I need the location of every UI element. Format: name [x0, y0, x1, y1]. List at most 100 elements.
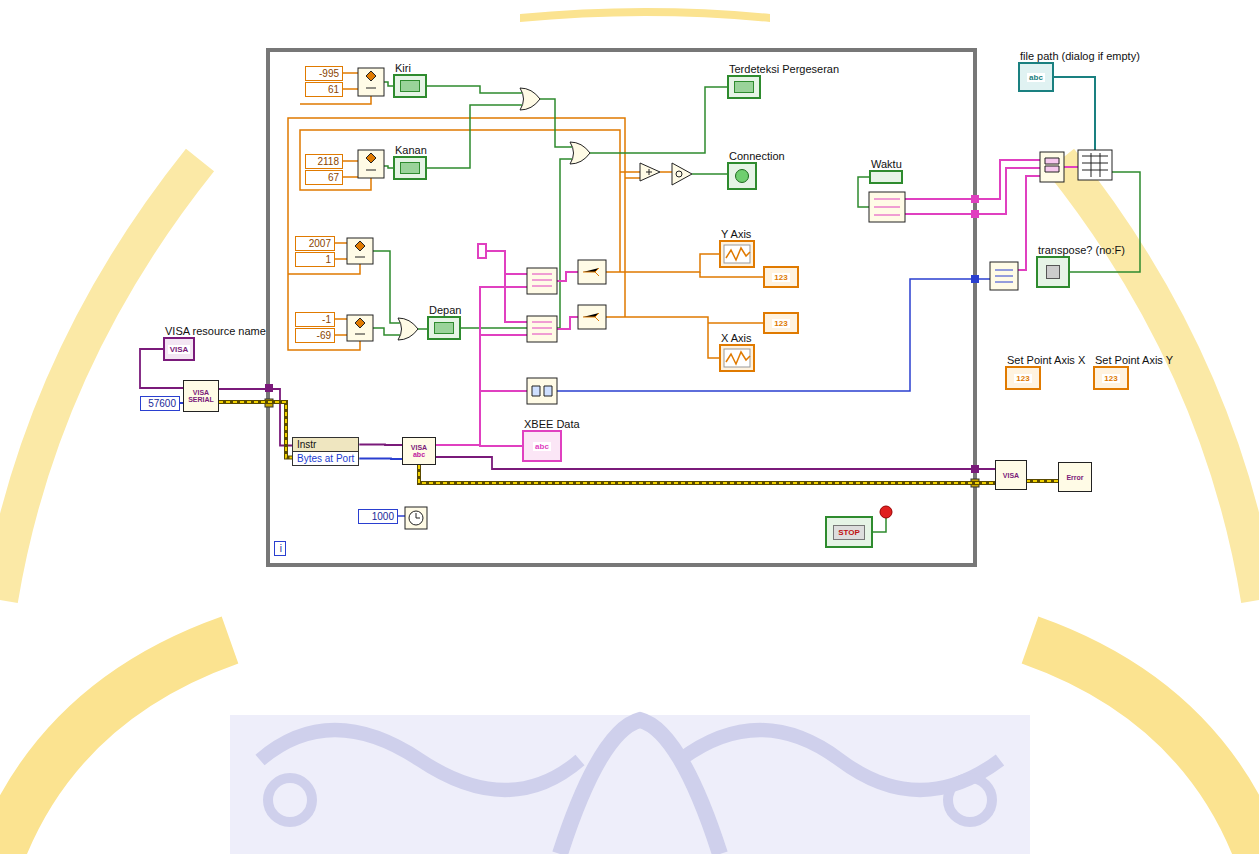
stop-button: STOP	[825, 516, 873, 548]
string-wires-part	[480, 390, 527, 392]
constant-value: i	[280, 543, 282, 554]
string-wires-part	[505, 274, 527, 322]
function-icons-part	[405, 507, 427, 529]
function-icons-part	[532, 274, 552, 286]
orange-wires-part	[660, 171, 672, 173]
function-icons-part	[1045, 158, 1059, 172]
data-wire-part	[436, 445, 522, 446]
icon-text: Error	[1066, 474, 1083, 481]
function-icons-part	[676, 171, 682, 177]
error-handler: Error	[1058, 462, 1092, 492]
control-label: Depan	[429, 304, 461, 316]
function-icons-part	[874, 199, 900, 215]
function-icons-part	[527, 378, 557, 404]
data-wire-part	[359, 444, 402, 446]
led-face	[735, 169, 749, 183]
orange-wires-part	[335, 258, 347, 260]
icon-text: abc	[413, 451, 425, 458]
led-face	[734, 81, 754, 93]
waveform-chart: Y Axis	[719, 240, 755, 268]
string-wires-part	[486, 251, 527, 274]
boolean-wires-part	[373, 328, 400, 335]
control-label: file path (dialog if empty)	[1020, 50, 1140, 62]
boolean-wires-part	[1070, 172, 1140, 272]
constant-value: 61	[328, 84, 339, 95]
error-wire	[219, 402, 292, 458]
watermark-part	[260, 730, 1000, 790]
orange-wires-part	[335, 318, 347, 320]
boolean-wires-part	[540, 99, 572, 147]
function-icons-part	[583, 268, 599, 276]
iteration-terminal: i	[274, 541, 286, 556]
led-face	[434, 322, 454, 334]
watermark-part	[1030, 640, 1259, 854]
function-icons-part	[355, 318, 365, 334]
string-wires-part	[480, 287, 527, 445]
function-icons-part	[995, 270, 1013, 282]
orange-wires-part	[343, 72, 358, 74]
numeric-constant: 1	[295, 252, 335, 267]
function-icons-part	[532, 386, 552, 396]
function-icons-part	[347, 315, 373, 341]
icon-text: VISA	[1003, 472, 1019, 479]
orange-wires-part	[335, 334, 347, 336]
orange-wires-part	[625, 177, 640, 179]
boolean-wires-part	[692, 173, 727, 175]
control-label: Kanan	[395, 144, 427, 156]
misc-wires-part	[1054, 77, 1095, 150]
function-icons-part	[880, 506, 892, 518]
numeric-constant: 67	[305, 170, 343, 185]
control-label: X Axis	[721, 332, 752, 344]
constant-value: 67	[328, 172, 339, 183]
visa-close: VISA	[995, 460, 1027, 490]
function-icons-part	[478, 244, 486, 258]
boolean-control: transpose? (no:F)	[1036, 256, 1070, 288]
numeric-constant: 2007	[295, 236, 335, 251]
boolean-constant: Waktu	[869, 170, 903, 184]
control-label: Y Axis	[721, 228, 751, 240]
orange-wires	[288, 73, 763, 358]
constant-value: 57600	[148, 398, 176, 409]
numeric-constant: -69	[295, 328, 335, 343]
boolean-wires-part	[873, 518, 886, 532]
string-wires-part	[979, 160, 1040, 199]
function-icons-part	[640, 163, 660, 181]
function-icons-part	[366, 71, 376, 88]
boolean-wires-part	[858, 177, 869, 207]
watermark	[0, 8, 1259, 854]
icon-glyph: 123	[1014, 374, 1031, 383]
error-wire-part	[419, 465, 995, 483]
boolean-indicator: Kiri	[393, 74, 427, 98]
icon-glyph: 123	[1102, 374, 1119, 383]
boolean-wires	[373, 82, 1140, 532]
orange-wires-part	[300, 130, 620, 272]
constant-value: 1	[325, 254, 331, 265]
data-wire	[436, 445, 522, 446]
orange-wires-part	[606, 317, 719, 358]
led-indicator: Connection	[727, 162, 757, 190]
watermark-part	[0, 160, 200, 600]
icon-glyph: 123	[772, 319, 789, 328]
boolean-wires-part	[461, 159, 572, 328]
misc-wires-part	[979, 278, 990, 280]
numeric-constant: 1000	[358, 509, 398, 524]
function-icons-part	[990, 262, 1018, 290]
misc-wires-part	[557, 279, 971, 391]
numeric-indicator: 123	[763, 266, 799, 288]
constant-value: -1	[322, 314, 331, 325]
string-wires-part	[905, 213, 971, 215]
numeric-constant: -995	[305, 66, 343, 81]
function-icons-part	[1082, 153, 1108, 177]
function-icons-part	[1078, 150, 1112, 180]
string-wires-part	[557, 317, 578, 329]
function-icons-part	[416, 513, 420, 518]
boolean-wires-part	[418, 328, 427, 330]
data-wire	[436, 457, 995, 469]
control-label: Waktu	[871, 158, 902, 170]
data-wire-part	[359, 458, 402, 460]
error-wire	[419, 465, 995, 483]
boolean-wires-part	[427, 105, 522, 168]
